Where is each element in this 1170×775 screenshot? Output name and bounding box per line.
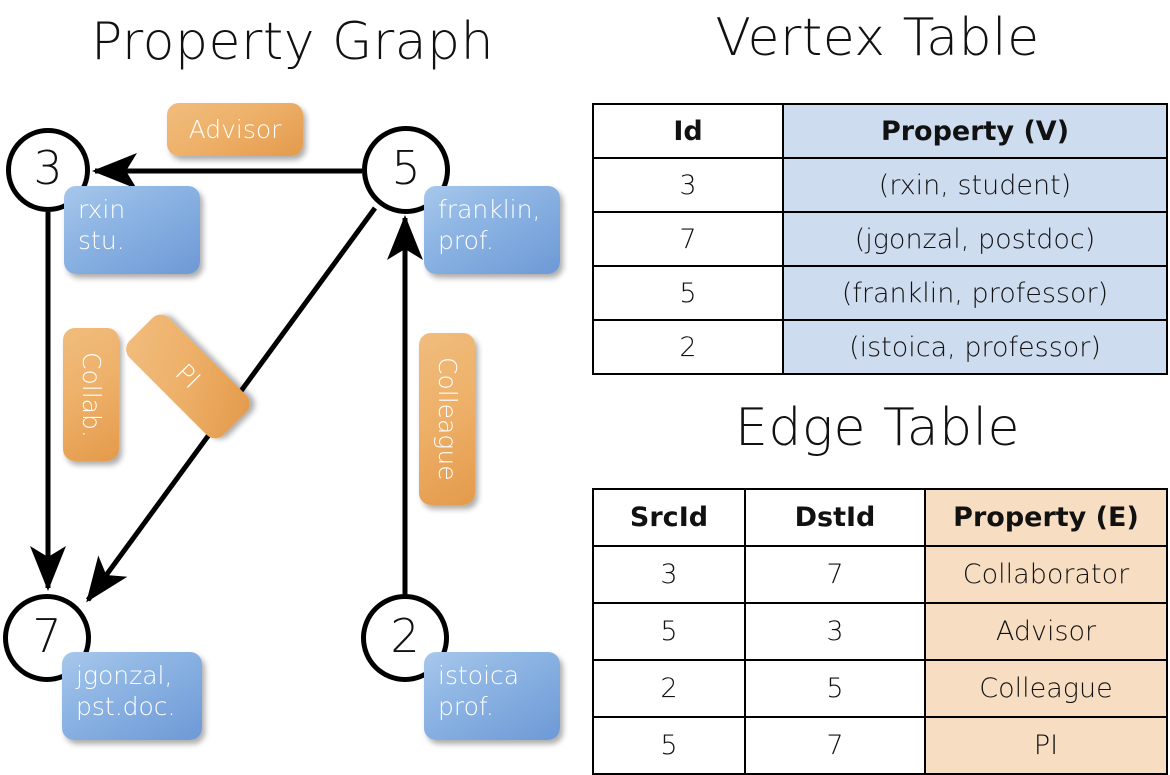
table-row[interactable]: 5 7 PI (592, 716, 1168, 775)
graph-node-5-id: 5 (391, 141, 421, 195)
vertex-table-header-id: Id (592, 103, 784, 159)
vertex-property-box-7-line2: pst.doc. (76, 691, 176, 721)
vertex-table-cell-property: (franklin, professor) (782, 265, 1168, 321)
edge-table-cell-dst: 7 (744, 545, 926, 604)
edge-label-collab-text: Collab. (76, 351, 106, 438)
edge-label-advisor-text: Advisor (188, 114, 282, 144)
vertex-table-cell-id: 5 (592, 265, 784, 321)
table-row[interactable]: 2 5 Colleague (592, 659, 1168, 718)
edge-table-cell-property: Advisor (924, 602, 1168, 661)
vertex-table-cell-id: 3 (592, 157, 784, 213)
vertex-table-cell-id: 2 (592, 319, 784, 375)
graph-node-3-id: 3 (33, 141, 63, 195)
vertex-property-box-7[interactable]: jgonzal, pst.doc. (62, 652, 202, 740)
edge-table-header-srcid: SrcId (592, 488, 746, 547)
table-row[interactable]: 3 7 Collaborator (592, 545, 1168, 604)
vertex-property-box-5[interactable]: franklin, prof. (424, 186, 560, 274)
table-row[interactable]: 7 (jgonzal, postdoc) (592, 211, 1168, 267)
property-graph-diagram: 3 5 7 2 rxin stu. franklin, prof. jgonza… (0, 0, 585, 760)
edge-table-cell-src: 2 (592, 659, 746, 718)
vertex-property-box-5-line1: franklin, (438, 195, 541, 224)
vertex-table-cell-property: (jgonzal, postdoc) (782, 211, 1168, 267)
vertex-property-box-2-line2: prof. (438, 691, 494, 721)
vertex-property-box-3-line1: rxin (78, 195, 126, 224)
edge-label-colleague-text: Colleague (432, 357, 462, 481)
table-row[interactable]: 2 (istoica, professor) (592, 319, 1168, 375)
vertex-table: Id Property (V) 3 (rxin, student) 7 (jgo… (592, 103, 1168, 375)
table-row[interactable]: 5 (franklin, professor) (592, 265, 1168, 321)
table-row[interactable]: 5 3 Advisor (592, 602, 1168, 661)
edge-table: SrcId DstId Property (E) 3 7 Collaborato… (592, 488, 1168, 775)
vertex-property-box-5-line2: prof. (438, 225, 494, 255)
edge-table-cell-dst: 3 (744, 602, 926, 661)
edge-table-cell-src: 5 (592, 716, 746, 775)
page-title-vertex-table: Vertex Table (715, 8, 1040, 68)
edge-label-collab[interactable]: Collab. (63, 328, 119, 461)
edge-table-cell-dst: 5 (744, 659, 926, 718)
vertex-property-box-2-line1: istoica (438, 661, 520, 690)
table-header-row: SrcId DstId Property (E) (592, 488, 1168, 547)
graph-node-2[interactable]: 2 (361, 594, 449, 682)
edge-table-cell-property: Collaborator (924, 545, 1168, 604)
vertex-property-box-3-line2: stu. (78, 225, 125, 255)
graph-node-7-id: 7 (32, 609, 62, 663)
edge-table-cell-src: 3 (592, 545, 746, 604)
edge-table-cell-src: 5 (592, 602, 746, 661)
graph-node-5[interactable]: 5 (362, 126, 450, 214)
vertex-property-box-3[interactable]: rxin stu. (64, 186, 200, 274)
edge-table-cell-property: Colleague (924, 659, 1168, 718)
page-title-edge-table: Edge Table (734, 398, 1021, 458)
edge-label-pi-text: PI (169, 358, 207, 395)
table-row[interactable]: 3 (rxin, student) (592, 157, 1168, 213)
page-title-property-graph: Property Graph (90, 12, 495, 72)
vertex-table-cell-property: (rxin, student) (782, 157, 1168, 213)
edge-table-cell-property: PI (924, 716, 1168, 775)
graph-node-2-id: 2 (390, 609, 420, 663)
edge-table-header-dstid: DstId (744, 488, 926, 547)
vertex-table-cell-property: (istoica, professor) (782, 319, 1168, 375)
edge-label-advisor[interactable]: Advisor (167, 103, 303, 156)
edge-label-colleague[interactable]: Colleague (419, 333, 475, 505)
edge-table-header-property: Property (E) (924, 488, 1168, 547)
table-header-row: Id Property (V) (592, 103, 1168, 159)
vertex-table-cell-id: 7 (592, 211, 784, 267)
vertex-table-header-property: Property (V) (782, 103, 1168, 159)
edge-table-cell-dst: 7 (744, 716, 926, 775)
vertex-property-box-7-line1: jgonzal, (76, 661, 173, 690)
vertex-property-box-2[interactable]: istoica prof. (424, 652, 560, 740)
